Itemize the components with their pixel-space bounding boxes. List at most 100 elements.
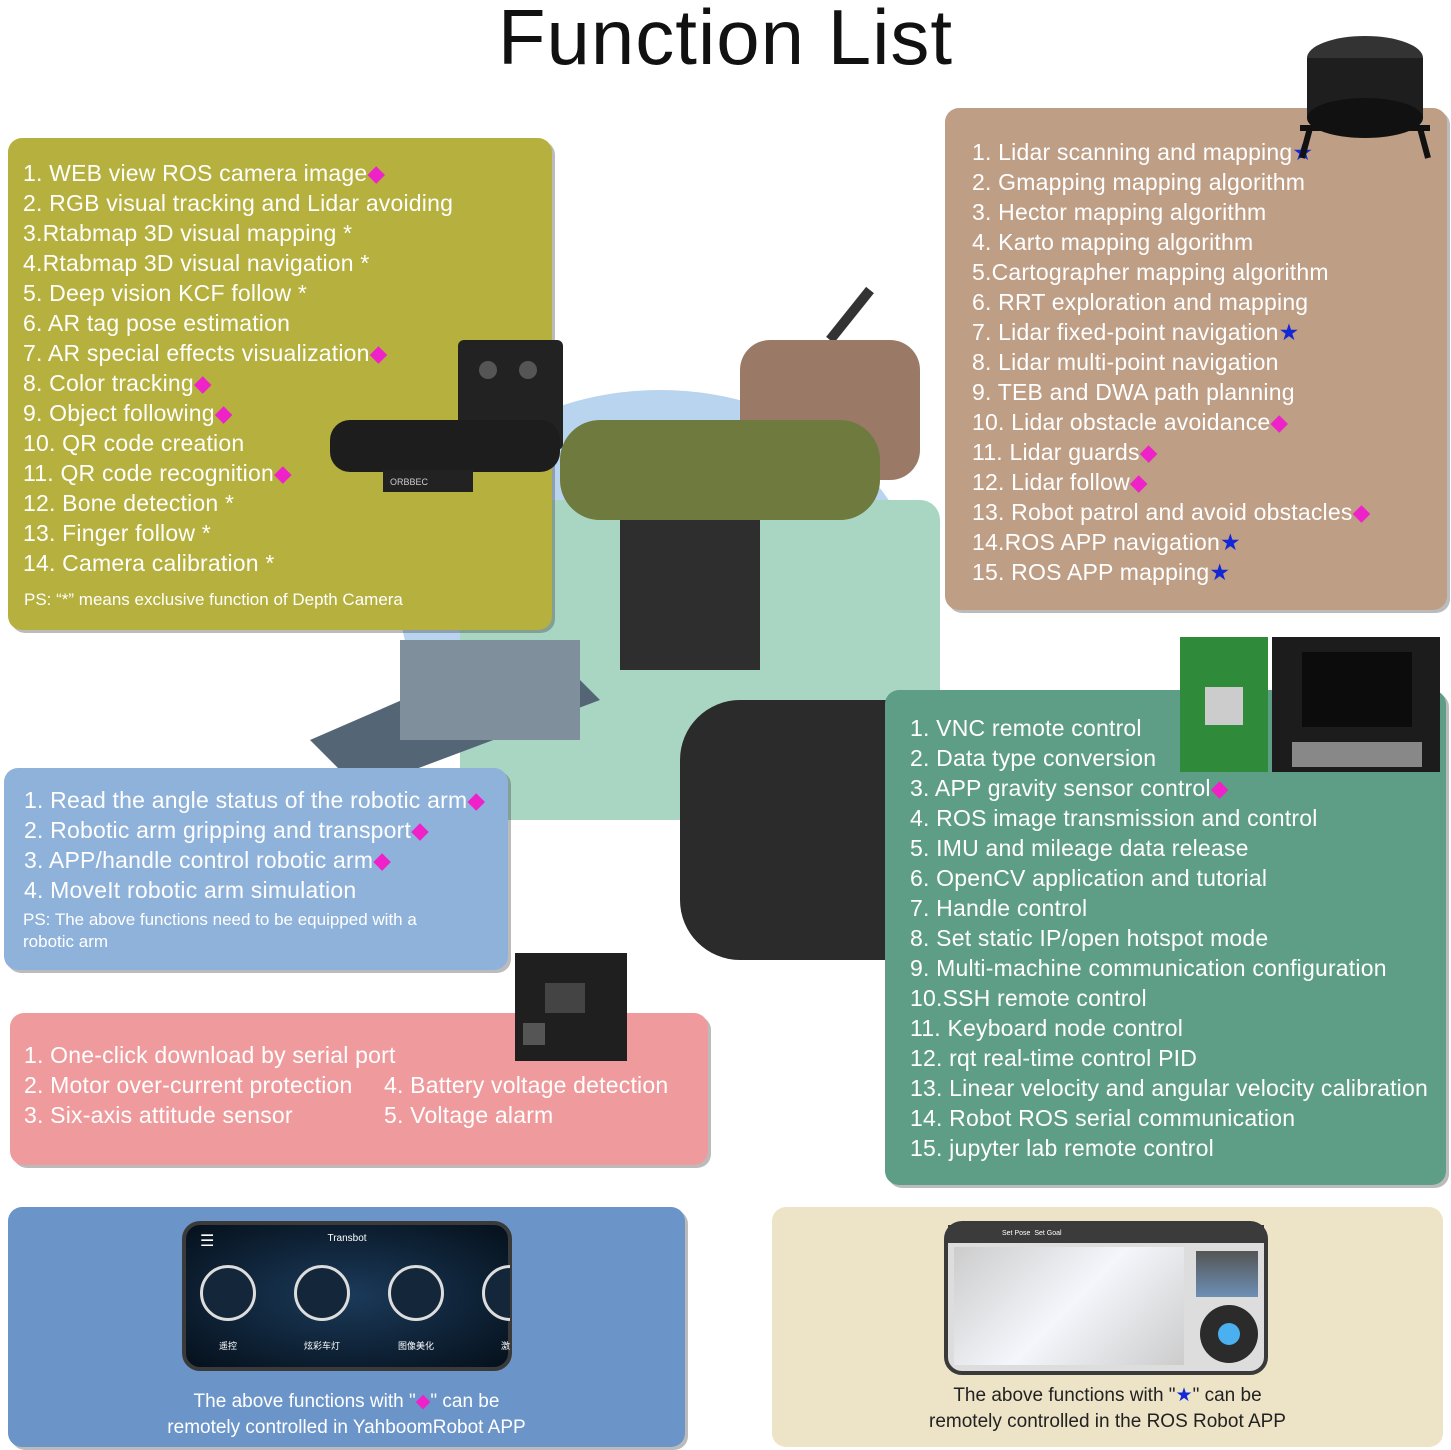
function-item: 7. Handle control (910, 893, 1428, 923)
function-label: 15. ROS APP mapping (972, 559, 1210, 585)
arm-ps-note: PS: The above functions need to be equip… (23, 910, 417, 951)
app-button-label: 遥控 (218, 1341, 237, 1351)
function-label: 1. One-click download by serial port (24, 1042, 396, 1068)
function-item: 6. RRT exploration and mapping (972, 287, 1370, 317)
asterisk-marker-icon: * (218, 490, 235, 516)
caption-text: The above functions with " (193, 1391, 416, 1412)
function-label: 1. VNC remote control (910, 715, 1142, 741)
function-item: 10. QR code creation (23, 428, 453, 458)
yahboom-caption: The above functions with "◆" can be remo… (8, 1389, 685, 1441)
servo-base (620, 520, 760, 670)
function-item: 2. Gmapping mapping algorithm (972, 167, 1370, 197)
set-goal-radio[interactable]: Set Goal (1034, 1230, 1062, 1237)
function-item: 15. ROS APP mapping★ (972, 557, 1370, 587)
function-item: 11. QR code recognition◆ (23, 458, 453, 488)
function-item: 2. Motor over-current protection (24, 1070, 396, 1100)
app-function-button[interactable]: 图像美化 (388, 1265, 444, 1365)
function-item: 5.Cartographer mapping algorithm (972, 257, 1370, 287)
function-list: 1. Lidar scanning and mapping★2. Gmappin… (972, 137, 1370, 587)
function-item: 9. Multi-machine communication configura… (910, 953, 1428, 983)
caption-text: " can be (430, 1391, 500, 1412)
function-label: 11. QR code recognition (23, 460, 274, 486)
function-label: 15. jupyter lab remote control (910, 1135, 1214, 1161)
asterisk-marker-icon: * (353, 250, 370, 276)
diamond-marker-icon: ◆ (214, 400, 233, 426)
control-board-image (515, 953, 627, 1061)
function-label: 2. Motor over-current protection (24, 1072, 353, 1098)
function-label: 12. Bone detection (23, 490, 219, 516)
lidar-functions-panel: 1. Lidar scanning and mapping★2. Gmappin… (945, 108, 1447, 610)
function-label: 11. Keyboard node control (910, 1015, 1184, 1041)
ros-phone-screen: Set Pose Set Goal (944, 1221, 1268, 1375)
function-item: 9. TEB and DWA path planning (972, 377, 1370, 407)
function-label: 11. Lidar guards (972, 439, 1140, 465)
function-circle-icon (388, 1265, 444, 1321)
function-item: 14. Camera calibration * (23, 548, 453, 578)
diamond-marker-icon: ◆ (415, 1391, 431, 1412)
function-item: 6. OpenCV application and tutorial (910, 863, 1428, 893)
function-label: 5. IMU and mileage data release (910, 835, 1249, 861)
app-function-button[interactable]: 遥控 (200, 1265, 256, 1365)
map-view[interactable] (954, 1247, 1184, 1365)
function-label: 3. Six-axis attitude sensor (24, 1102, 293, 1128)
function-label: 4.Rtabmap 3D visual navigation (23, 250, 354, 276)
function-circle-icon (482, 1265, 510, 1321)
function-label: 12. rqt real-time control PID (910, 1045, 1198, 1071)
function-item: 8. Set static IP/open hotspot mode (910, 923, 1428, 953)
function-item: 4. MoveIt robotic arm simulation (24, 875, 485, 905)
function-item: 13. Linear velocity and angular velocity… (910, 1073, 1428, 1103)
app-function-button[interactable]: 炫彩车灯 (294, 1265, 350, 1365)
asterisk-marker-icon: * (336, 220, 353, 246)
function-item: 3. APP gravity sensor control◆ (910, 773, 1428, 803)
function-item: 3.Rtabmap 3D visual mapping * (23, 218, 453, 248)
function-item: 11. Keyboard node control (910, 1013, 1428, 1043)
ros-app-panel: Set Pose Set Goal The above functions wi… (772, 1207, 1443, 1447)
function-item: 1. WEB view ROS camera image◆ (23, 158, 453, 188)
function-item: 11. Lidar guards◆ (972, 437, 1370, 467)
function-item: 7. Lidar fixed-point navigation★ (972, 317, 1370, 347)
function-label: 9. TEB and DWA path planning (972, 379, 1295, 405)
function-item: 1. VNC remote control (910, 713, 1428, 743)
yahboom-phone-screen: ☰ Transbot 遥控炫彩车灯图像美化激光 (182, 1221, 512, 1371)
function-item: 4. Battery voltage detection (384, 1070, 668, 1100)
function-label: 3. APP/handle control robotic arm (24, 847, 374, 873)
function-label: 8. Lidar multi-point navigation (972, 349, 1279, 375)
diamond-marker-icon: ◆ (273, 460, 292, 486)
star-marker-icon: ★ (1175, 1385, 1193, 1406)
diamond-marker-icon: ◆ (1129, 469, 1148, 495)
function-label: 2. Gmapping mapping algorithm (972, 169, 1306, 195)
function-label: 5.Cartographer mapping algorithm (972, 259, 1329, 285)
function-label: 3.Rtabmap 3D visual mapping (23, 220, 337, 246)
function-item: 10.SSH remote control (910, 983, 1428, 1013)
diamond-marker-icon: ◆ (367, 160, 386, 186)
menu-icon[interactable]: ☰ (200, 1233, 215, 1250)
function-item: 1. Read the angle status of the robotic … (24, 785, 485, 815)
function-label: 13. Finger follow (23, 520, 196, 546)
function-label: 2. Robotic arm gripping and transport (24, 817, 412, 843)
function-label: 7. Handle control (910, 895, 1088, 921)
camera-ps-note: PS: “*” means exclusive function of Dept… (24, 590, 403, 609)
app-function-button[interactable]: 激光 (482, 1265, 510, 1365)
set-pose-radio[interactable]: Set Pose (1002, 1230, 1031, 1237)
yahboom-app-panel: ☰ Transbot 遥控炫彩车灯图像美化激光 The above functi… (8, 1207, 685, 1447)
function-label: 6. OpenCV application and tutorial (910, 865, 1268, 891)
caption-text: remotely controlled in YahboomRobot APP (167, 1417, 526, 1438)
star-marker-icon: ★ (1278, 319, 1300, 345)
diamond-marker-icon: ◆ (369, 340, 388, 366)
function-label: 4. ROS image transmission and control (910, 805, 1318, 831)
arm-bracket (400, 640, 580, 740)
function-item: 12. rqt real-time control PID (910, 1043, 1428, 1073)
joystick-control[interactable] (1200, 1305, 1258, 1363)
function-item: 4.Rtabmap 3D visual navigation * (23, 248, 453, 278)
function-item: 2. Robotic arm gripping and transport◆ (24, 815, 485, 845)
asterisk-marker-icon: * (291, 280, 308, 306)
page-title: Function List (497, 0, 954, 81)
function-item: 3. Hector mapping algorithm (972, 197, 1370, 227)
function-label: 5. Voltage alarm (384, 1102, 554, 1128)
function-item: 2. Data type conversion (910, 743, 1428, 773)
function-item: 5. Voltage alarm (384, 1100, 668, 1130)
function-label: 14. Robot ROS serial communication (910, 1105, 1296, 1131)
